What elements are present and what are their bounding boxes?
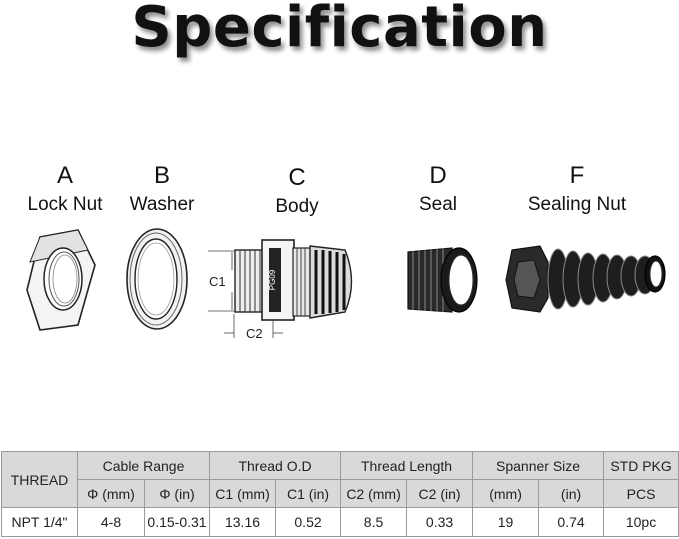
part-letter: F [569, 162, 585, 189]
table-cell: 4-8 [77, 507, 145, 537]
table-group-header-row: THREAD Cable Range Thread O.D Thread Len… [1, 451, 679, 508]
header-cable-range: Cable Range [76, 451, 211, 480]
body-drawing: PG09 [208, 239, 353, 338]
header-thread-od: Thread O.D [209, 451, 342, 480]
specification-table: THREAD Cable Range Thread O.D Thread Len… [1, 451, 679, 537]
part-label-d: D Seal [408, 163, 468, 216]
part-label-c: C Body [254, 165, 340, 218]
header-std-pkg: STD PKG [603, 451, 679, 480]
seal-drawing [407, 247, 478, 313]
part-label-f: F Sealing Nut [518, 163, 636, 216]
subheader-cell: C1 (mm) [209, 479, 277, 508]
body-mark-text: PG09 [268, 269, 277, 290]
parts-diagram: PG09 [26, 228, 666, 338]
page-title: Specification [131, 0, 548, 60]
header-spanner-size: Spanner Size [472, 451, 605, 480]
part-letter: C [288, 164, 306, 191]
part-letter: B [153, 162, 170, 189]
table-row: NPT 1/4" 4-8 0.15-0.31 13.16 0.52 8.5 0.… [1, 507, 679, 537]
table-cell: NPT 1/4" [1, 507, 78, 537]
part-name: Washer [129, 194, 195, 215]
table-subheader-row: Φ (mm) Φ (in) C1 (mm) C1 (in) C2 (mm) C2… [2, 479, 679, 508]
part-label-a: A Lock Nut [20, 163, 110, 216]
subheader-cell: C2 (mm) [340, 479, 408, 508]
table-cell: 0.74 [538, 507, 605, 537]
subheader-cell: (in) [538, 479, 605, 508]
table-cell: 0.15-0.31 [143, 507, 211, 537]
header-thread-length: Thread Length [340, 451, 474, 480]
table-cell: 0.52 [275, 507, 342, 537]
subheader-cell: C1 (in) [275, 479, 342, 508]
washer-drawing [126, 228, 188, 330]
c1-dimension-label: C1 [209, 274, 226, 289]
subheader-cell: C2 (in) [406, 479, 474, 508]
sealing-nut-drawing [505, 245, 666, 313]
subheader-cell: (mm) [472, 479, 540, 508]
table-cell: 10pc [603, 507, 679, 537]
header-thread: THREAD [1, 451, 78, 508]
subheader-cell: Φ (in) [143, 479, 211, 508]
part-letter: A [56, 162, 73, 189]
subheader-cell: PCS [603, 479, 679, 508]
table-cell: 19 [472, 507, 540, 537]
part-name: Body [275, 196, 319, 217]
part-name: Seal [418, 194, 458, 215]
part-name: Sealing Nut [527, 194, 627, 215]
lock-nut-drawing [26, 229, 96, 331]
c2-dimension-label: C2 [246, 326, 263, 341]
subheader-cell: Φ (mm) [77, 479, 145, 508]
part-label-b: B Washer [122, 163, 202, 216]
part-letter: D [429, 162, 447, 189]
part-name: Lock Nut [27, 194, 103, 215]
table-cell: 0.33 [406, 507, 474, 537]
table-cell: 13.16 [209, 507, 277, 537]
table-cell: 8.5 [340, 507, 408, 537]
